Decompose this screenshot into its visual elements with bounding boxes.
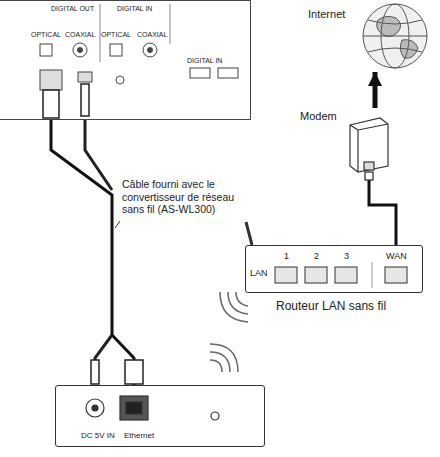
- port-label: DC 5V IN: [81, 431, 115, 440]
- modem-shape: [350, 118, 388, 172]
- rear-panel: DIGITAL OUT OPTICAL COAXIAL DIGITAL IN OPTIC…: [0, 0, 251, 120]
- internet-globe: Internet: [300, 0, 435, 72]
- antenna: [246, 222, 252, 245]
- port-label: 3: [344, 251, 349, 261]
- node-label: Modem: [300, 110, 337, 123]
- modem-plug: [365, 172, 373, 180]
- port-label: 1: [284, 251, 289, 261]
- modem: Modem: [300, 108, 410, 180]
- panel-label: COAXIAL: [65, 31, 95, 39]
- port-label: 2: [314, 251, 319, 261]
- port-label: Ethernet: [124, 431, 154, 440]
- ethernet-plug: [125, 360, 143, 384]
- globe: [363, 4, 427, 68]
- flow-arrow: [373, 72, 378, 108]
- port-label: Routeur LAN sans fil: [276, 300, 386, 314]
- port-label: LAN: [250, 268, 268, 278]
- router-ports: [275, 262, 407, 288]
- panel-label: DIGITAL IN: [187, 57, 222, 65]
- wireless-converter: DC 5V IN Ethernet: [55, 385, 265, 447]
- leader-line: [115, 221, 120, 228]
- dc-cable: [95, 335, 112, 362]
- panel-label: OPTICAL: [31, 31, 61, 39]
- cable-note: Câble fourni avec le convertisseur de ré…: [122, 178, 252, 216]
- panel-label: COAXIAL: [137, 31, 167, 39]
- wireless-router: LAN123WANRouteur LAN sans fil: [245, 245, 423, 293]
- panel-label: DIGITAL OUT: [51, 5, 94, 13]
- panel-jacks: [40, 4, 238, 118]
- dc-plug: [91, 360, 99, 384]
- port-label: WAN: [386, 251, 407, 261]
- wireless-waves: [210, 292, 248, 372]
- cable: [369, 180, 396, 245]
- panel-label: DIGITAL IN: [117, 5, 152, 13]
- node-label: Internet: [308, 8, 345, 21]
- panel-label: OPTICAL: [101, 31, 131, 39]
- cable: [51, 120, 134, 385]
- converter-ports: [86, 396, 219, 420]
